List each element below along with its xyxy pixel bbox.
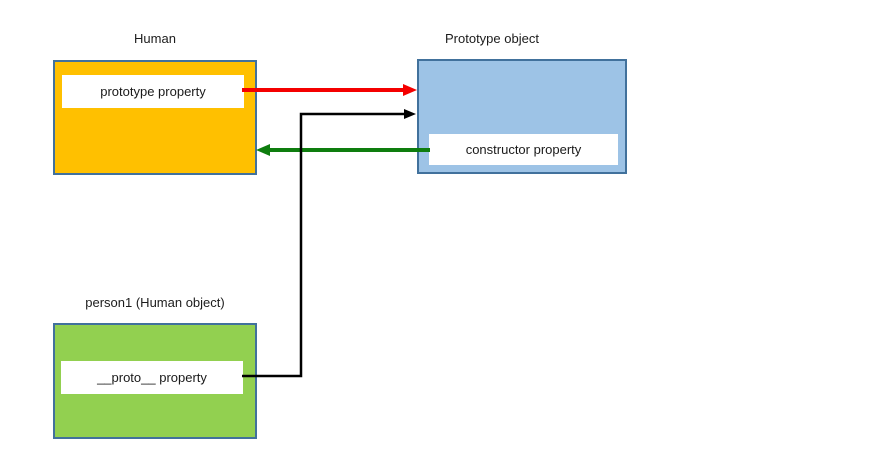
prototype-object-node-label: Prototype object [445,31,539,46]
proto-link-arrow [242,109,416,378]
constructor-arrow-head-icon [256,144,270,156]
prototype-arrow-head-icon [403,84,417,96]
proto-property-field: __proto__ property [61,361,243,394]
constructor-arrow [256,144,430,156]
proto-link-arrow-line [242,112,405,378]
constructor-property-field: constructor property [429,134,618,165]
human-node-label: Human [134,31,176,46]
prototype-arrow [242,84,417,96]
prototype-property-field: prototype property [62,75,244,108]
person1-node-label: person1 (Human object) [85,295,225,310]
proto-link-arrow-head-icon [404,109,416,119]
